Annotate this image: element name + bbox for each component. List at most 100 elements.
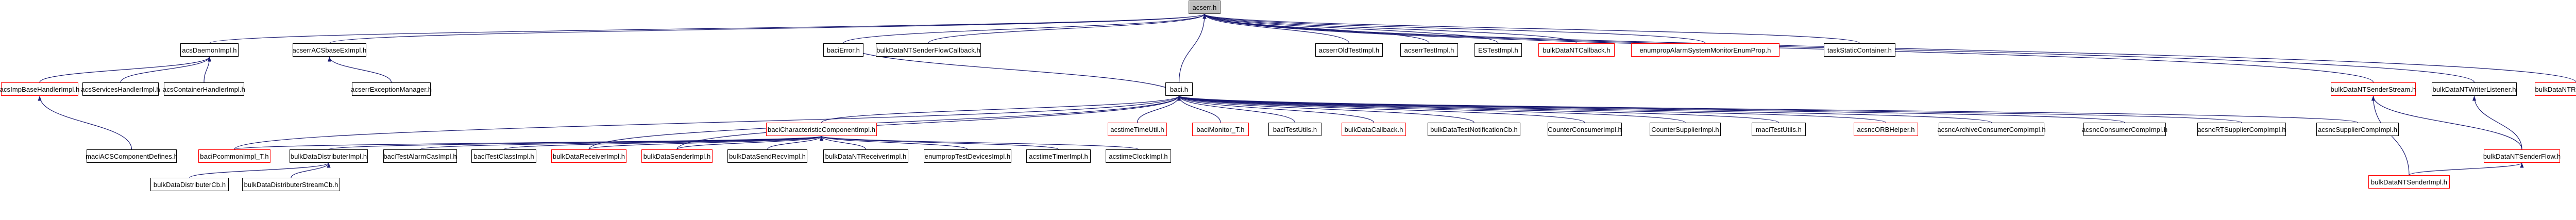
graph-node-label: CounterSupplierImpl.h: [1651, 125, 1719, 133]
graph-node[interactable]: acsServicesHandlerImpl.h: [81, 82, 160, 96]
graph-node[interactable]: acstimeTimerImpl.h: [1026, 149, 1091, 163]
graph-node-label: bulkDataNTSenderStream.h: [2330, 85, 2416, 93]
graph-edge: [819, 136, 867, 150]
graph-node[interactable]: acsDaemonImpl.h: [180, 43, 239, 57]
graph-node[interactable]: maciACSComponentDefines.h: [86, 149, 178, 163]
graph-node[interactable]: bulkDataNTSenderImpl.h: [2368, 175, 2450, 189]
graph-edge: [1177, 95, 1475, 123]
graph-edge: [1202, 13, 1860, 44]
graph-node[interactable]: bulkDataSendRecvImpl.h: [727, 149, 807, 163]
graph-node-label: acserrTestImpl.h: [1404, 46, 1454, 54]
graph-node[interactable]: bulkDataNTSenderFlow.h: [2483, 149, 2561, 163]
graph-edge: [1137, 95, 1181, 123]
graph-node-label: bulkDataSenderImpl.h: [643, 152, 711, 160]
graph-edge: [1177, 95, 2242, 123]
graph-node-label: bulkDataCallback.h: [1344, 125, 1403, 133]
graph-edge: [1177, 95, 1585, 123]
graph-node[interactable]: bulkDataNTSenderStream.h: [2331, 82, 2416, 96]
graph-node-label: bulkDataReceiverImpl.h: [552, 152, 625, 160]
graph-edge: [291, 162, 331, 178]
graph-node[interactable]: acstimeClockImpl.h: [1106, 149, 1171, 163]
graph-node-label: enumpropTestDevicesImpl.h: [924, 152, 1011, 160]
graph-node[interactable]: acserrExceptionManager.h: [350, 82, 432, 96]
graph-node[interactable]: baciCharacteristicComponentImpl.h: [766, 123, 877, 136]
graph-node-label: baciCharacteristicComponentImpl.h: [767, 125, 876, 133]
graph-node[interactable]: acstimeTimeUtil.h: [1108, 123, 1167, 136]
graph-edge: [328, 136, 823, 150]
graph-node[interactable]: acsImpBaseHandlerImpl.h: [0, 82, 79, 96]
graph-node[interactable]: baciTestClassImpl.h: [471, 149, 536, 163]
graph-node-label: acsncConsumerCompImpl.h: [2081, 125, 2168, 133]
graph-node[interactable]: bulkDataCallback.h: [1342, 123, 1406, 136]
graph-node[interactable]: CounterSupplierImpl.h: [1650, 123, 1721, 136]
graph-node[interactable]: baci.h: [1165, 82, 1193, 96]
graph-node-label: baciTestClassImpl.h: [473, 152, 534, 160]
graph-node-label: maciACSComponentDefines.h: [86, 152, 178, 160]
graph-node[interactable]: taskStaticContainer.h: [1824, 43, 1895, 57]
graph-node[interactable]: acserrOldTestImpl.h: [1315, 43, 1383, 57]
graph-node-label: acsncORBHelper.h: [1857, 125, 1915, 133]
graph-node-label: baciTestAlarmCasImpl.h: [383, 152, 457, 160]
graph-edge: [1177, 95, 1296, 123]
graph-node[interactable]: maciTestUtils.h: [1752, 123, 1806, 136]
graph-node-label: acsContainerHandlerImpl.h: [162, 85, 246, 93]
graph-node[interactable]: baciError.h: [823, 43, 863, 57]
graph-node-label: baciError.h: [827, 46, 860, 54]
graph-edge: [1177, 95, 1887, 123]
graph-node[interactable]: acserr.h: [1189, 1, 1221, 14]
graph-edge: [1202, 13, 1577, 44]
graph-node[interactable]: bulkDataTestNotificationCb.h: [1428, 123, 1520, 136]
graph-node[interactable]: baciTestUtils.h: [1268, 123, 1321, 136]
graph-edge: [843, 13, 1207, 44]
graph-edge: [1177, 95, 2358, 123]
graph-node[interactable]: acserrACSbaseExImpl.h: [293, 43, 366, 57]
graph-node[interactable]: bulkDataDistributerCb.h: [150, 178, 229, 191]
graph-node[interactable]: baciPcommonImpl_T.h: [198, 149, 270, 163]
graph-edge: [1202, 13, 1499, 44]
graph-node[interactable]: acsContainerHandlerImpl.h: [162, 82, 246, 96]
graph-edge: [820, 136, 1139, 150]
graph-node[interactable]: bulkDataDistributerImpl.h: [290, 149, 368, 163]
graph-node-label: acserrExceptionManager.h: [350, 85, 432, 93]
graph-node[interactable]: bulkDataSenderImpl.h: [641, 149, 713, 163]
graph-node[interactable]: bulkDataNTSenderFlowCallback.h: [876, 43, 981, 57]
graph-node-label: maciTestUtils.h: [1756, 125, 1802, 133]
graph-node[interactable]: acserrTestImpl.h: [1400, 43, 1458, 57]
graph-node-label: acserrOldTestImpl.h: [1318, 46, 1380, 54]
graph-edge: [676, 136, 823, 150]
graph-node[interactable]: bulkDataReceiverImpl.h: [551, 149, 626, 163]
graph-node[interactable]: CounterConsumerImpl.h: [1548, 123, 1622, 136]
graph-edge: [1202, 13, 1430, 44]
graph-edge: [1178, 13, 1207, 83]
graph-node[interactable]: baciMonitor_T.h: [1192, 123, 1249, 136]
graph-node-label: baci.h: [1170, 85, 1189, 93]
graph-node[interactable]: bulkDataNTCallback.h: [1538, 43, 1615, 57]
graph-node-label: bulkDataDistributerStreamCb.h: [244, 180, 338, 189]
graph-node-label: acserr.h: [1192, 3, 1217, 11]
graph-node[interactable]: bulkDataNTReceiverFlow.h: [2535, 82, 2576, 96]
graph-node-label: ESTestImpl.h: [1478, 46, 1518, 54]
graph-node[interactable]: acsncORBHelper.h: [1854, 123, 1918, 136]
graph-edge: [503, 136, 823, 150]
graph-node[interactable]: enumpropTestDevicesImpl.h: [924, 149, 1011, 163]
graph-node-label: baciTestUtils.h: [1273, 125, 1317, 133]
graph-node[interactable]: acsncConsumerCompImpl.h: [2081, 123, 2168, 136]
graph-node[interactable]: acsncSupplierCompImpl.h: [2316, 123, 2399, 136]
graph-node[interactable]: bulkDataNTReceiverImpl.h: [823, 149, 908, 163]
graph-node[interactable]: enumpropAlarmSystemMonitorEnumProp.h: [1631, 43, 1780, 57]
graph-node-label: bulkDataNTSenderFlowCallback.h: [876, 46, 980, 54]
graph-node-label: acsServicesHandlerImpl.h: [81, 85, 160, 93]
graph-edge: [1177, 95, 1375, 123]
graph-edge: [1177, 95, 1780, 123]
graph-edge: [928, 13, 1207, 44]
graph-node[interactable]: acsncArchiveConsumerCompImpl.h: [1937, 123, 2046, 136]
graph-node[interactable]: bulkDataDistributerStreamCb.h: [242, 178, 340, 191]
graph-node-label: bulkDataNTCallback.h: [1543, 46, 1611, 54]
graph-node[interactable]: bulkDataNTWriterListener.h: [2432, 82, 2517, 96]
graph-node-label: bulkDataTestNotificationCb.h: [1430, 125, 1518, 133]
graph-node[interactable]: ESTestImpl.h: [1475, 43, 1522, 57]
graph-node[interactable]: acsncRTSupplierCompImpl.h: [2197, 123, 2286, 136]
graph-edge: [1177, 95, 1992, 123]
graph-node[interactable]: baciTestAlarmCasImpl.h: [383, 149, 457, 163]
